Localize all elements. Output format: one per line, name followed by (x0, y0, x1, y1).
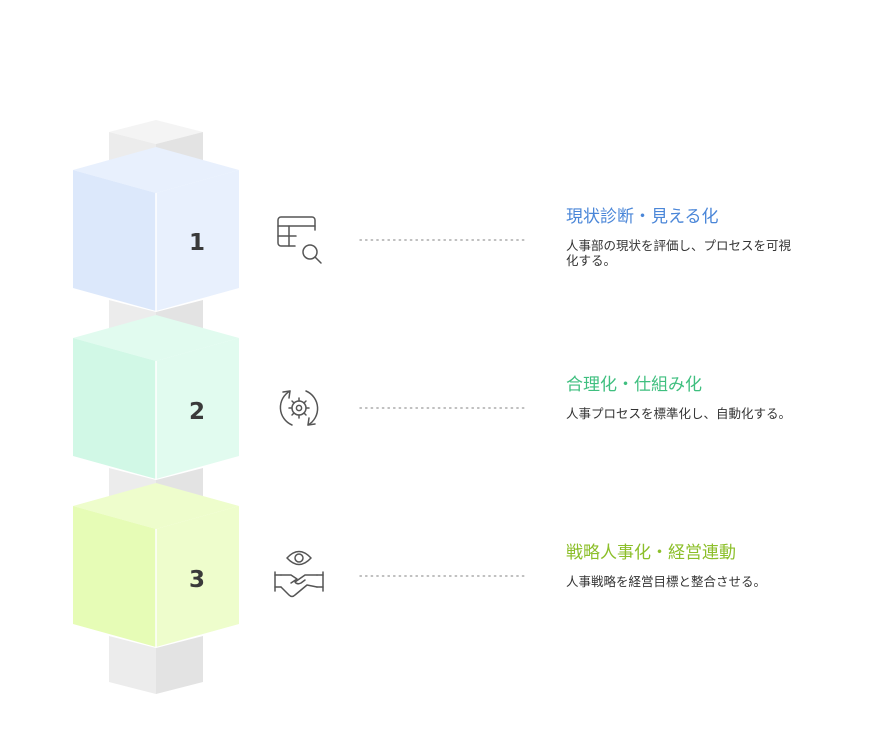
step-description-2: 人事プロセスを標準化し、自動化する。 (566, 406, 792, 421)
step-title-2: 合理化・仕組み化 (566, 375, 702, 395)
step-description-1: 人事部の現状を評価し、プロセスを可視化する。 (566, 238, 792, 268)
step-title-3: 戦略人事化・経営連動 (566, 543, 736, 563)
step-text-2: 合理化・仕組み化 人事プロセスを標準化し、自動化する。 (566, 374, 806, 421)
step-number-2: 2 (189, 399, 205, 425)
step-description-3: 人事戦略を経営目標と整合させる。 (566, 574, 767, 589)
step-title-1: 現状診断・見える化 (566, 207, 719, 227)
step-block-3: 3 (73, 483, 239, 647)
step-block-1: 1 (73, 147, 239, 311)
connector-cube-bottom (109, 636, 203, 694)
gear-refresh-icon (279, 390, 319, 426)
eye-handshake-icon (274, 550, 324, 598)
step-block-2: 2 (73, 315, 239, 479)
step-number-3: 3 (189, 567, 205, 593)
step-text-1: 現状診断・見える化 人事部の現状を評価し、プロセスを可視化する。 (566, 206, 806, 268)
step-number-1: 1 (189, 230, 205, 256)
table-search-icon (277, 216, 322, 264)
step-text-3: 戦略人事化・経営連動 人事戦略を経営目標と整合させる。 (566, 542, 806, 589)
